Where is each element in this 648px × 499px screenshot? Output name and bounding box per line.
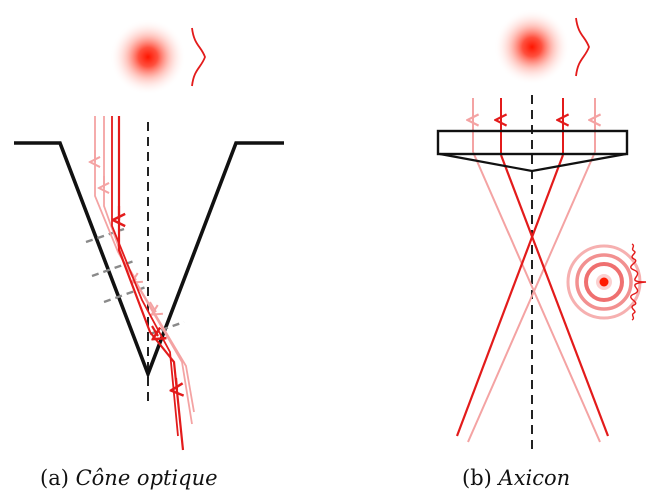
- axicon-light-rays: [467, 151, 601, 443]
- caption-name: Cône optique: [75, 466, 218, 490]
- bessel-beam-icon: [566, 243, 647, 321]
- ray-arrow: [152, 325, 158, 336]
- axicon-lens: [436, 129, 629, 173]
- cone-strong-rays: [111, 116, 183, 451]
- gaussian-beam-icon: [494, 9, 590, 85]
- axicon-incoming-rays: [473, 98, 595, 155]
- caption-tag: (b): [462, 466, 492, 490]
- ray-arrow: [149, 301, 156, 312]
- panel-a-optical-cone: [14, 19, 284, 451]
- caption-panel-b: (b) Axicon: [462, 466, 570, 494]
- caption-tag: (a): [40, 466, 69, 490]
- ray-arrow: [176, 377, 177, 390]
- axicon-strong-rays: [455, 154, 610, 437]
- caption-panel-a: (a) Cône optique: [40, 466, 218, 494]
- caption-name: Axicon: [498, 466, 571, 490]
- cone-profile: [14, 141, 284, 380]
- gaussian-beam-icon: [110, 19, 206, 95]
- panel-b-axicon: [436, 9, 647, 452]
